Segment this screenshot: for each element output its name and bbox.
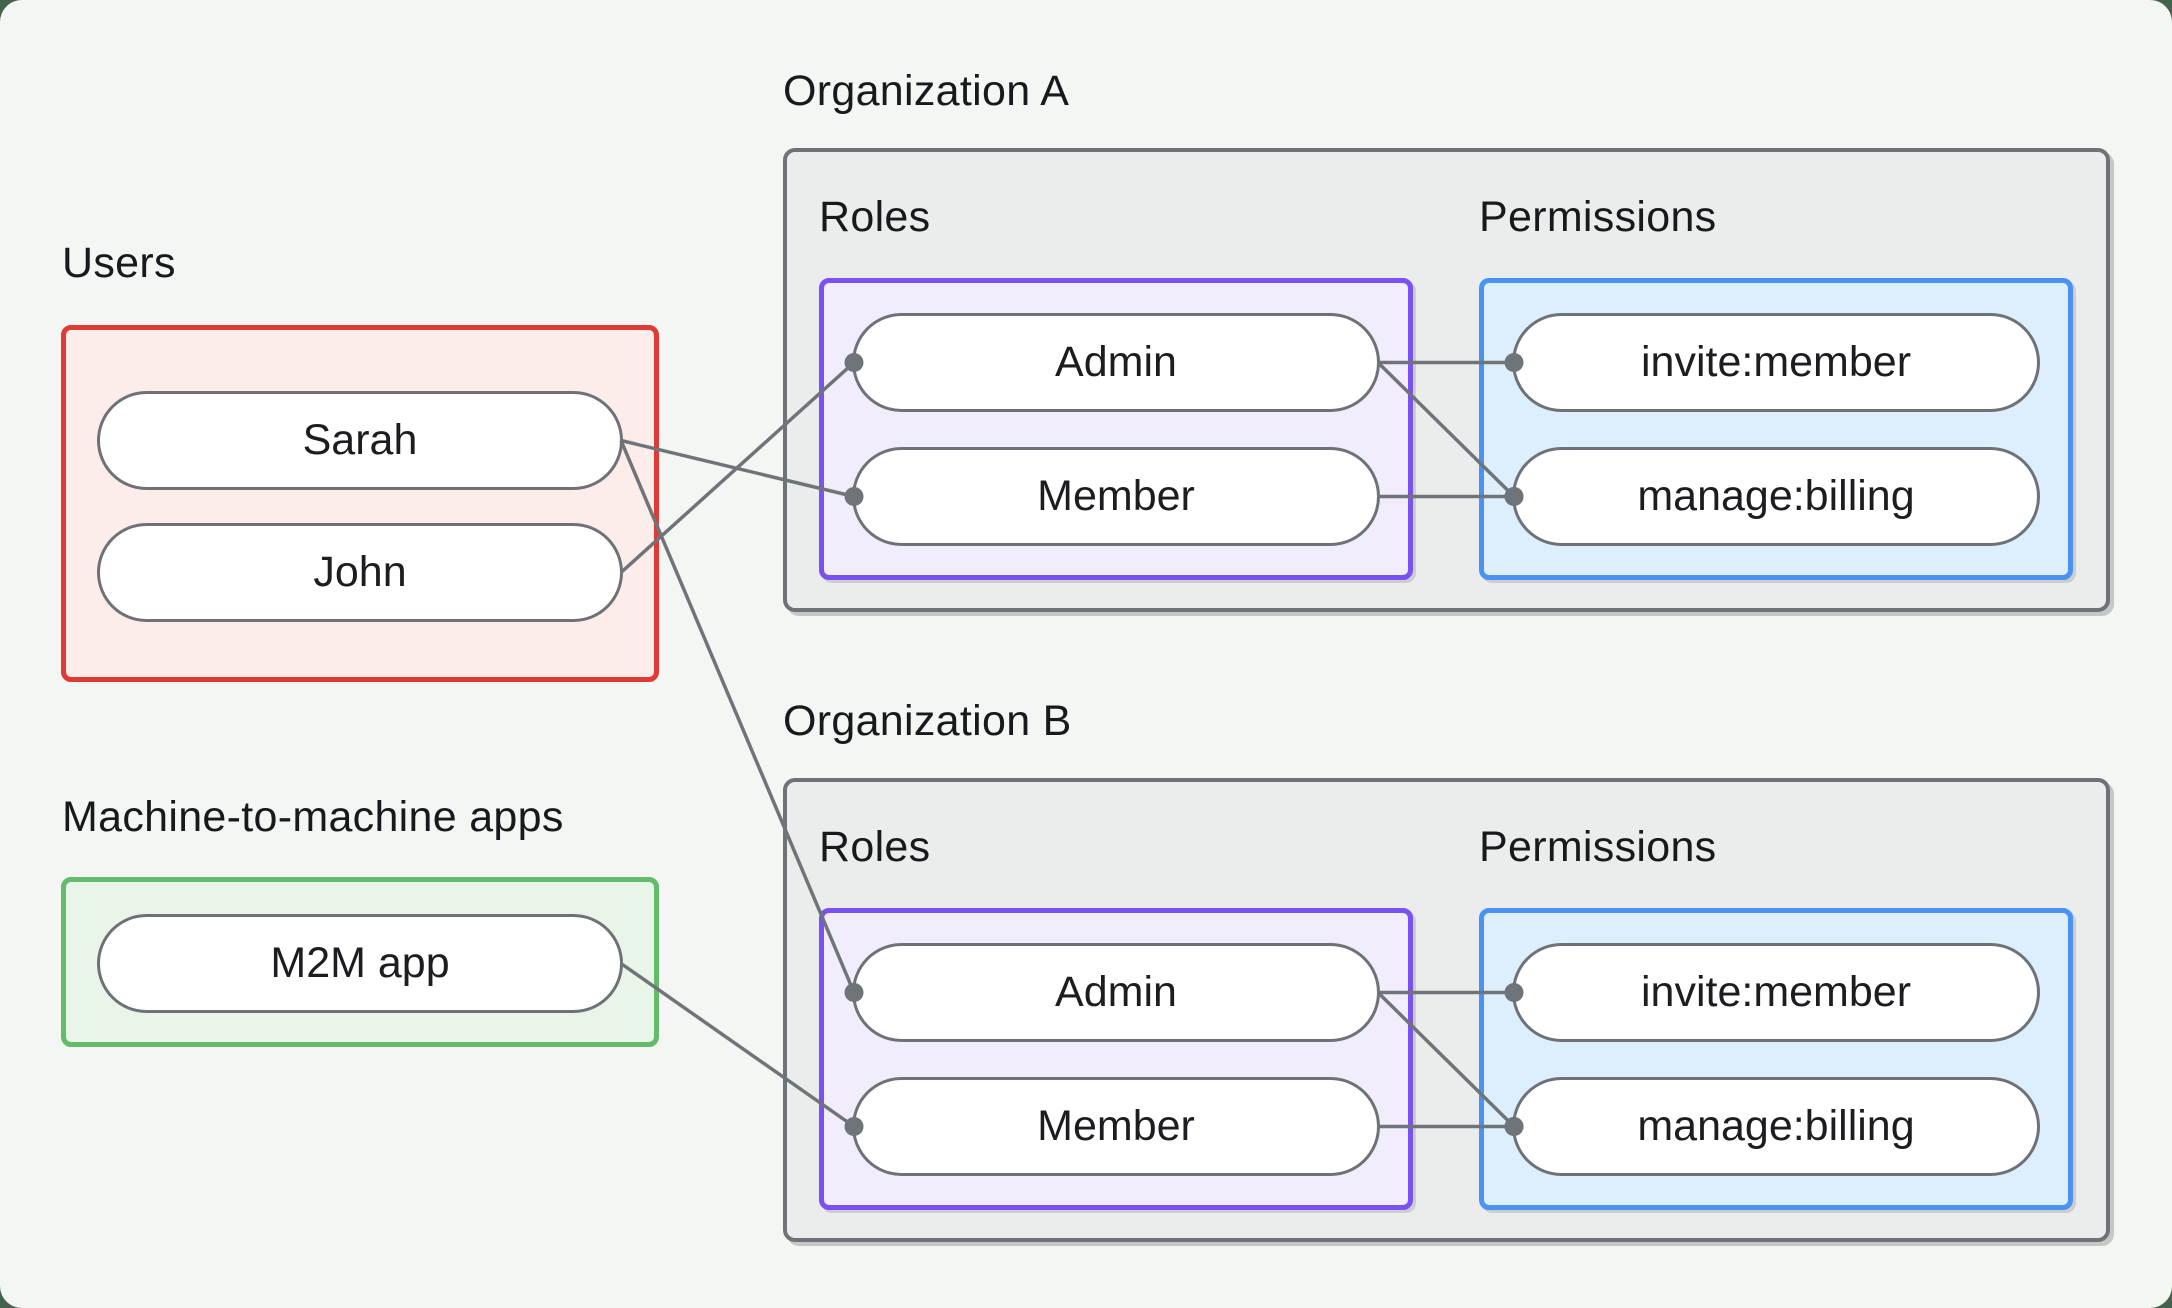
org-b-title: Organization B [783,697,1072,745]
org-a-roles-label: Roles [819,193,931,241]
org-b-permissions-label: Permissions [1479,823,1717,871]
users-label: Users [62,239,176,287]
user-pill-john: John [97,523,623,622]
org-a-role-pill-admin: Admin [852,313,1380,412]
org-b-role-pill-member: Member [852,1077,1380,1176]
org-a-permission-pill-invite-member: invite:member [1512,313,2040,412]
m2m-app-pill: M2M app [97,914,623,1013]
org-b-permission-pill-manage-billing: manage:billing [1512,1077,2040,1176]
org-a-permissions-label: Permissions [1479,193,1717,241]
org-a-permission-pill-manage-billing: manage:billing [1512,447,2040,546]
org-a-role-pill-member: Member [852,447,1380,546]
user-pill-sarah: Sarah [97,391,623,490]
org-b-role-pill-admin: Admin [852,943,1380,1042]
org-b-roles-label: Roles [819,823,931,871]
users-group-box [61,325,659,682]
m2m-apps-label: Machine-to-machine apps [62,793,564,841]
org-a-title: Organization A [783,67,1070,115]
org-b-permission-pill-invite-member: invite:member [1512,943,2040,1042]
